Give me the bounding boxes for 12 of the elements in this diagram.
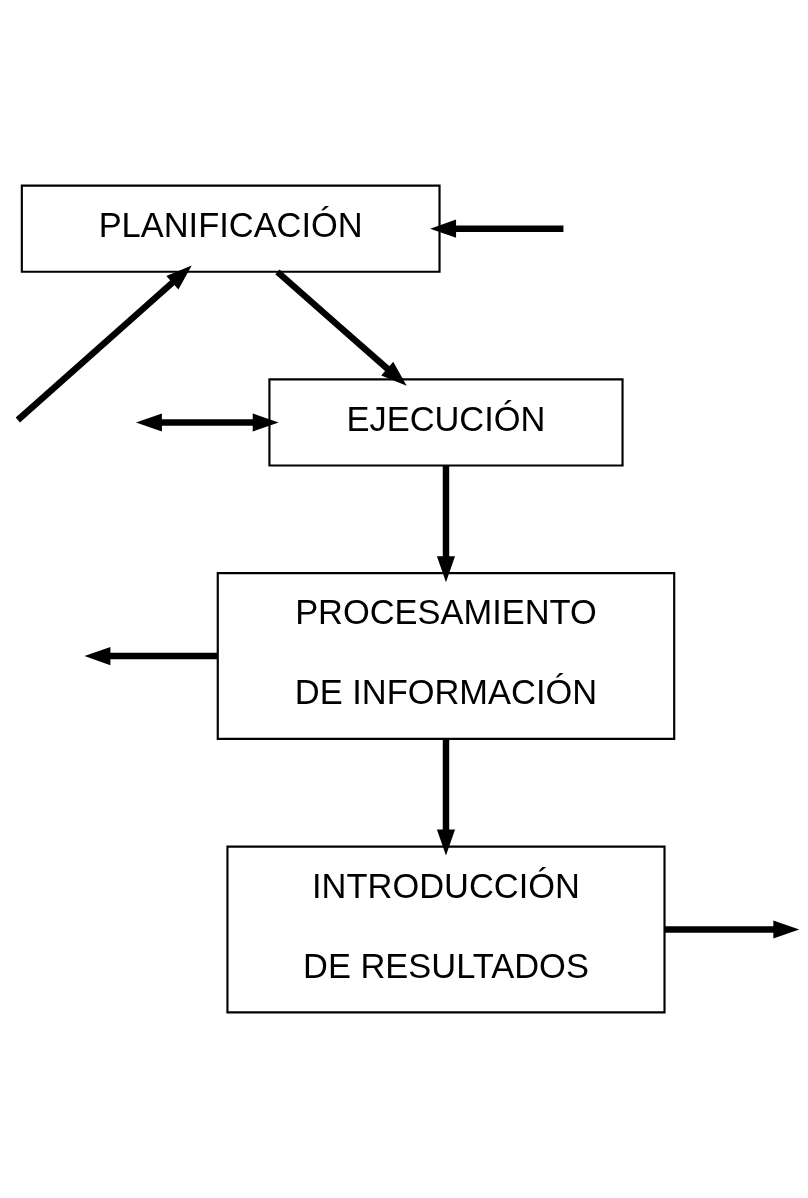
arrow bbox=[84, 646, 218, 666]
arrow bbox=[430, 219, 564, 238]
arrow bbox=[135, 413, 279, 432]
arrow bbox=[436, 738, 456, 856]
node-box: EJECUCIÓN bbox=[268, 378, 624, 467]
arrow bbox=[436, 465, 456, 583]
node-box: INTRODUCCIÓN DE RESULTADOS bbox=[226, 845, 666, 1014]
arrow bbox=[664, 920, 800, 939]
node-box: PROCESAMIENTO DE INFORMACIÓN bbox=[216, 572, 676, 741]
arrow bbox=[15, 265, 192, 423]
arrow bbox=[275, 269, 407, 386]
node-box: PLANIFICACIÓN bbox=[20, 184, 441, 273]
